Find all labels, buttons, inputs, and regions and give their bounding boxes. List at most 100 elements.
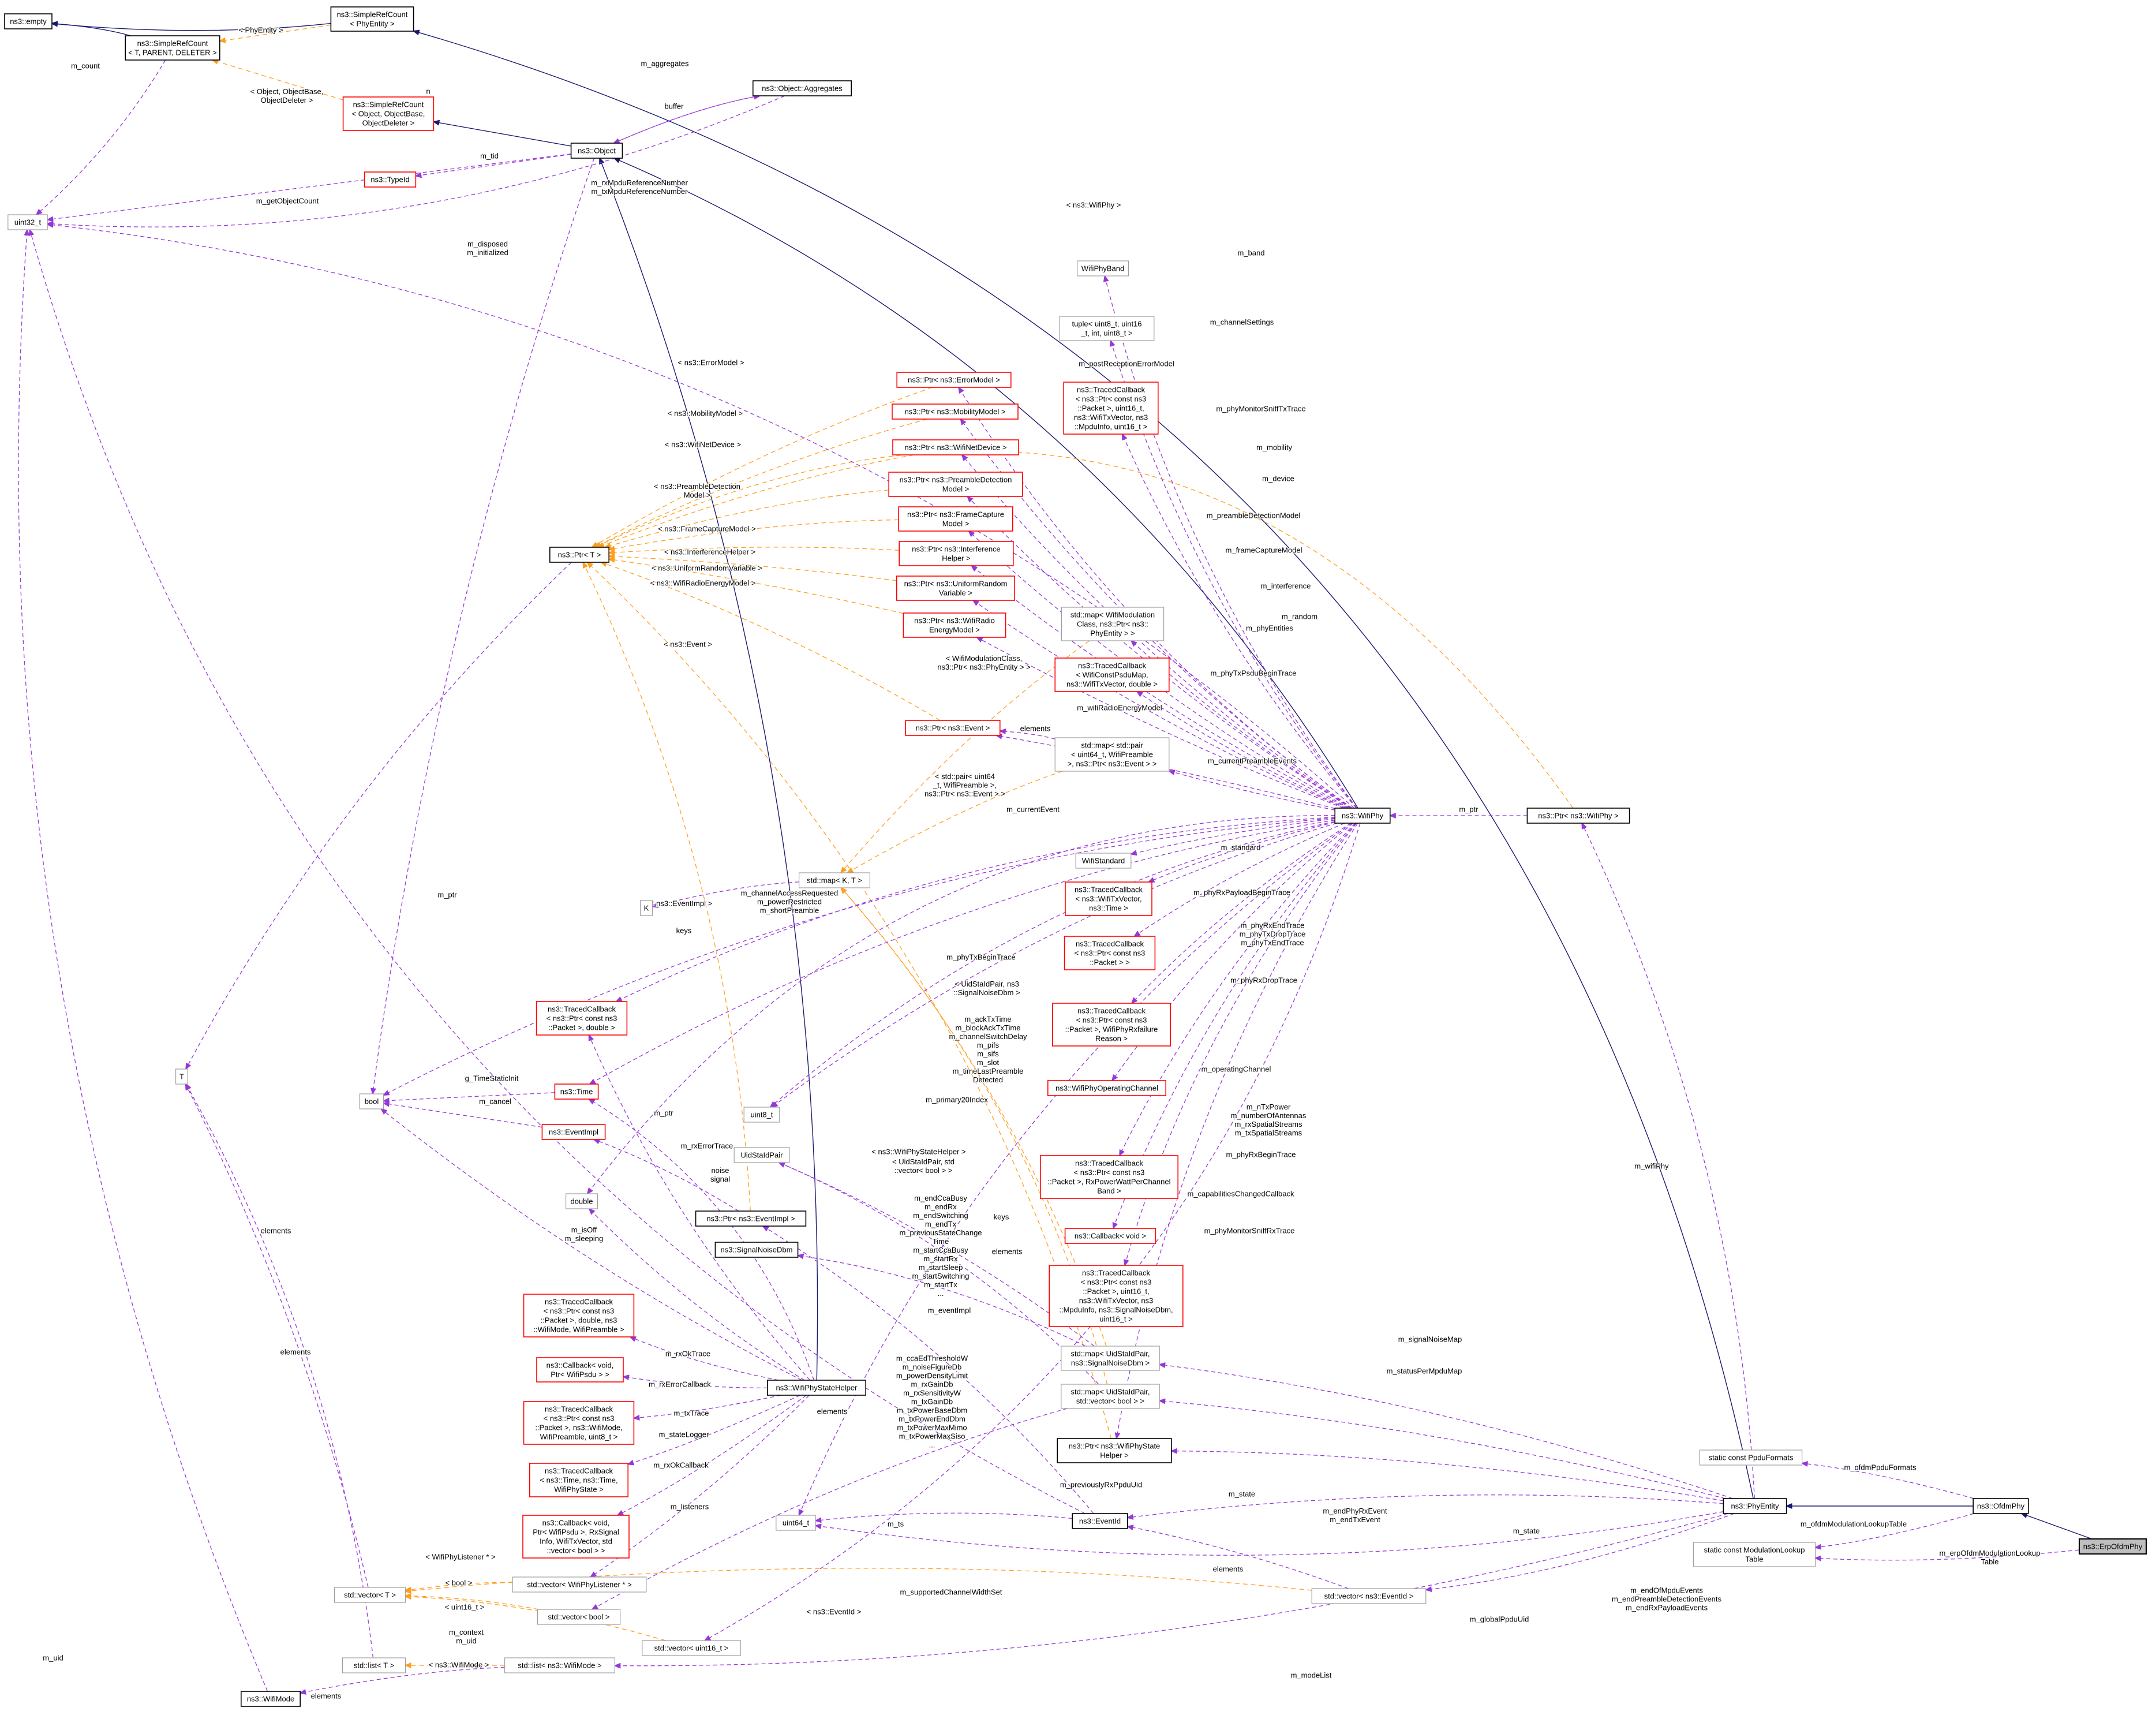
edge-stateHelper-bool	[380, 1108, 802, 1381]
node-cbVoidPsdu[interactable]: ns3::Callback< void,Ptr< WifiPsdu > >	[536, 1357, 624, 1383]
node-box-typeId	[364, 171, 417, 188]
node-typeId[interactable]: ns3::TypeId	[364, 171, 417, 188]
node-tcPktDouble[interactable]: ns3::TracedCallback< ns3::Ptr< const ns3…	[536, 1001, 628, 1036]
edge-label: m_phyRxBeginTrace	[1226, 1150, 1296, 1159]
node-empty[interactable]: ns3::empty	[4, 13, 53, 29]
node-tcRxFail[interactable]: ns3::TracedCallback< ns3::Ptr< const ns3…	[1052, 1003, 1171, 1047]
node-box-vecU16	[642, 1640, 741, 1656]
node-box-modLookup	[1693, 1542, 1816, 1567]
edge-wifiPhy-uint8	[770, 823, 1337, 1108]
node-vecBool: std::vector< bool >	[537, 1609, 621, 1625]
node-ofdmPhy[interactable]: ns3::OfdmPhy	[1972, 1498, 2029, 1514]
node-label-srcPhy: ns3::SimpleRefCount< PhyEntity >	[337, 10, 408, 28]
edge-label: m_operatingChannel	[1201, 1065, 1271, 1074]
node-label-vecBool: std::vector< bool >	[548, 1613, 610, 1621]
node-ptrNetDev[interactable]: ns3::Ptr< ns3::WifiNetDevice >	[892, 439, 1019, 455]
edge-ptrEventImpl-eventImpl	[593, 1138, 739, 1212]
node-tcPktDblModePre[interactable]: ns3::TracedCallback< ns3::Ptr< const ns3…	[523, 1294, 635, 1337]
node-ptrEvent[interactable]: ns3::Ptr< ns3::Event >	[905, 720, 1001, 736]
node-tcWtvTime[interactable]: ns3::TracedCallback< ns3::WifiTxVector,n…	[1065, 881, 1152, 916]
node-eventImpl[interactable]: ns3::EventImpl	[541, 1124, 606, 1140]
node-tcPsduMap[interactable]: ns3::TracedCallback< WifiConstPsduMap,ns…	[1054, 657, 1170, 692]
node-wifiMode[interactable]: ns3::WifiMode	[240, 1691, 301, 1707]
edge-label: m_aggregates	[641, 59, 689, 68]
edge-eventId-uint32	[28, 229, 1086, 1514]
node-ptrWifiPhy[interactable]: ns3::Ptr< ns3::WifiPhy >	[1526, 808, 1630, 824]
edge-label: < ns3::WifiNetDevice >	[665, 440, 741, 449]
edge-label: < ns3::EventId >	[807, 1608, 862, 1616]
edge-label: m_uid	[43, 1654, 63, 1662]
node-box-ptrNetDev	[892, 439, 1019, 455]
node-ptrMobility[interactable]: ns3::Ptr< ns3::MobilityModel >	[892, 403, 1019, 420]
edge-wifiPhy-tcRxFail	[1131, 823, 1352, 1004]
node-label-mapPairEvent: std::map< std::pair< uint64_t, WifiPream…	[1068, 741, 1157, 768]
node-signalNoiseDbm[interactable]: ns3::SignalNoiseDbm	[714, 1242, 799, 1258]
node-ptrError[interactable]: ns3::Ptr< ns3::ErrorModel >	[896, 372, 1012, 388]
node-ptrT[interactable]: ns3::Ptr< T >	[549, 547, 609, 563]
node-box-tcRxPower	[1040, 1155, 1179, 1199]
node-tcSniffTx[interactable]: ns3::TracedCallback< ns3::Ptr< const ns3…	[1063, 382, 1159, 435]
node-label-vecU16: std::vector< uint16_t >	[654, 1644, 729, 1653]
node-wifiPhy[interactable]: ns3::WifiPhy	[1334, 808, 1391, 824]
node-phyEntity[interactable]: ns3::PhyEntity	[1723, 1498, 1787, 1514]
node-srcObj[interactable]: ns3::SimpleRefCount< Object, ObjectBase,…	[342, 96, 435, 131]
node-srcPhy[interactable]: ns3::SimpleRefCount< PhyEntity >	[330, 6, 414, 32]
edge-label: m_device	[1262, 474, 1294, 483]
node-box-erpOfdm	[2079, 1538, 2147, 1555]
node-box-ptrRadioEnergy	[903, 612, 1006, 638]
node-label-ptrMobility: ns3::Ptr< ns3::MobilityModel >	[905, 408, 1006, 416]
node-label-uint64: uint64_t	[783, 1519, 810, 1527]
node-tcPktModePreU8[interactable]: ns3::TracedCallback< ns3::Ptr< const ns3…	[523, 1401, 635, 1445]
node-label-tcSniffRx: ns3::TracedCallback< ns3::Ptr< const ns3…	[1059, 1269, 1173, 1324]
node-box-ppduFormats	[1699, 1449, 1803, 1466]
edge-ptrState-ptrT	[586, 561, 1111, 1439]
edge-ofdmPhy-modLookup	[1814, 1513, 1974, 1550]
node-srcT[interactable]: ns3::SimpleRefCount< T, PARENT, DELETER …	[125, 35, 220, 61]
node-ptrEventImpl[interactable]: ns3::Ptr< ns3::EventImpl >	[695, 1210, 807, 1227]
edge-label-layer: < PhyEntity >< Object, ObjectBase,Object…	[42, 25, 2041, 1701]
edge-listWifiMode-wifiMode	[299, 1667, 505, 1695]
edge-label: m_band	[1238, 249, 1265, 257]
node-stateHelper[interactable]: ns3::WifiPhyStateHelper	[767, 1380, 867, 1396]
node-tcPkt[interactable]: ns3::TracedCallback< ns3::Ptr< const ns3…	[1064, 936, 1156, 970]
node-tcSniffRx[interactable]: ns3::TracedCallback< ns3::Ptr< const ns3…	[1049, 1265, 1184, 1327]
edge-label: m_getObjectCount	[256, 197, 319, 205]
node-object[interactable]: ns3::Object	[570, 143, 623, 159]
node-tcRxPower[interactable]: ns3::TracedCallback< ns3::Ptr< const ns3…	[1040, 1155, 1179, 1199]
edge-label: m_mobility	[1256, 443, 1293, 452]
edge-ptrT-T	[185, 562, 572, 1070]
edge-eventId-ptrEventImpl	[762, 1225, 1094, 1514]
edge-wifiPhy-ptrRadioEnergy	[975, 637, 1344, 809]
edge-label: elements	[992, 1247, 1023, 1256]
node-aggr[interactable]: ns3::Object::Aggregates	[753, 80, 852, 96]
node-eventId[interactable]: ns3::EventId	[1072, 1513, 1128, 1529]
edge-label: < ns3::MobilityModel >	[668, 409, 743, 418]
edge-erpOfdm-modLookup	[1814, 1549, 2080, 1561]
edge-label: m_phyRxDropTrace	[1230, 976, 1297, 985]
edge-label: m_ptr	[437, 891, 457, 899]
edge-label: m_listeners	[671, 1503, 709, 1511]
node-opChannel[interactable]: ns3::WifiPhyOperatingChannel	[1047, 1080, 1167, 1096]
node-cbVoidPsduRx[interactable]: ns3::Callback< void,Ptr< WifiPsdu >, RxS…	[522, 1515, 630, 1559]
node-bool: bool	[359, 1093, 384, 1109]
edge-label: < ns3::InterferenceHelper >	[664, 548, 755, 556]
node-time[interactable]: ns3::Time	[554, 1083, 599, 1100]
node-label-time: ns3::Time	[560, 1088, 593, 1096]
edge-label: < UidStaIdPair, ns3::SignalNoiseDbm >	[953, 980, 1020, 997]
edge-label: m_ofdmModulationLookupTable	[1801, 1520, 1907, 1529]
node-tcTimeTimeState[interactable]: ns3::TracedCallback< ns3::Time, ns3::Tim…	[529, 1463, 628, 1497]
edge-label: m_phyRxPayloadBeginTrace	[1193, 888, 1290, 897]
edge-object-srcObj	[432, 119, 571, 147]
edge-wifiPhy-ptrState	[1114, 823, 1358, 1440]
edge-label: m_eventImpl	[928, 1306, 971, 1315]
edge-label: m_rxErrorTrace	[681, 1142, 733, 1150]
node-cbVoid[interactable]: ns3::Callback< void >	[1064, 1228, 1156, 1244]
